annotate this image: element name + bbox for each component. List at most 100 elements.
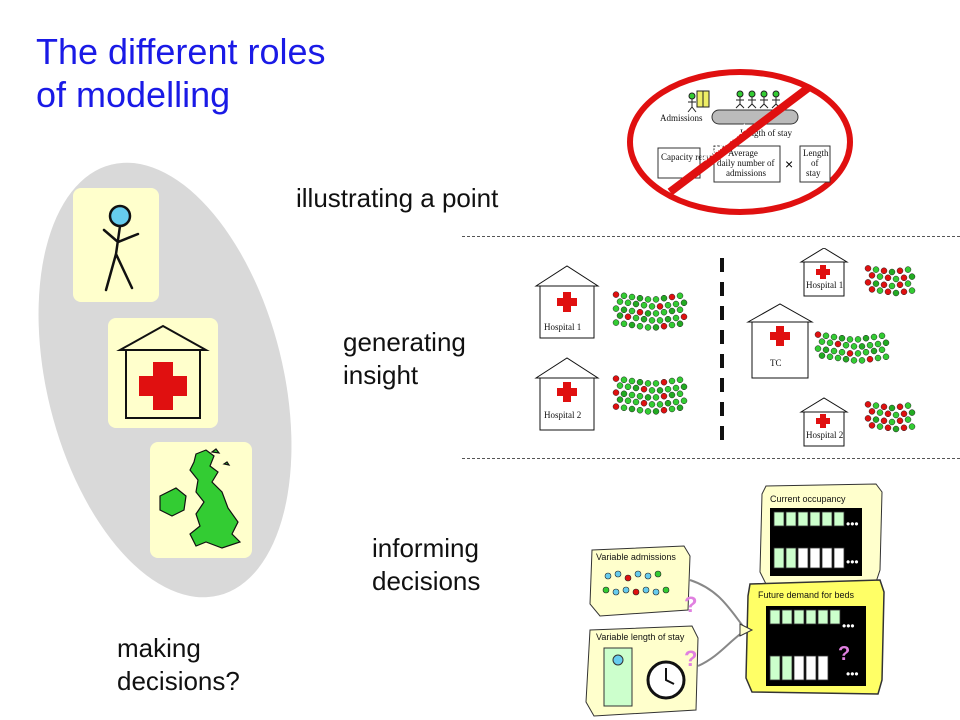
average-line-3: admissions: [726, 168, 767, 178]
patient-figure: [628, 307, 636, 315]
variable-admissions-card: Variable admissions ?: [589, 545, 697, 617]
patient-figure: [896, 403, 904, 411]
patient-figure: [896, 281, 904, 289]
patient-figure: [668, 405, 676, 413]
label-informing-line-2: decisions: [372, 565, 481, 596]
hospital-1-small-label: Hospital 1: [806, 280, 843, 290]
patient-figure: [888, 282, 896, 290]
patient-figure: [660, 294, 668, 302]
patient-figure: [880, 403, 888, 411]
patient-figure: [846, 336, 854, 343]
admission-crowd: [602, 570, 670, 596]
patient-figure: [838, 348, 846, 356]
patient-head: [612, 654, 624, 666]
patient-figure: [814, 331, 822, 338]
beds-future: [769, 609, 841, 681]
patient-figure: [884, 410, 892, 418]
patient-figure: [644, 324, 652, 331]
patient-figure: [660, 308, 668, 316]
future-demand-label: Future demand for beds: [758, 590, 855, 600]
length-of-stay-label: Length of stay: [740, 128, 792, 138]
patient-figure: [876, 423, 884, 430]
red-cross-icon: [770, 326, 790, 346]
patient-figure: [882, 339, 890, 347]
patient-figure: [612, 403, 620, 410]
patient-figure: [880, 267, 888, 275]
patient-figure: [652, 310, 660, 317]
patient-figure: [664, 301, 672, 309]
patient-figure: [624, 299, 632, 307]
patient-figure: [616, 312, 624, 319]
patient-figure: [680, 313, 688, 321]
ellipsis-3: •••: [842, 619, 855, 633]
patient-figure: [660, 392, 668, 400]
hospital-2-small-label: Hospital 2: [806, 430, 843, 440]
stick-figure-icon: [102, 204, 140, 292]
label-generating-line-2: insight: [343, 359, 419, 390]
patient-figure: [880, 417, 888, 425]
patient-figure: [676, 306, 684, 314]
patient-figure: [830, 333, 838, 341]
divider-top: [462, 236, 960, 237]
label-making: making decisions?: [117, 632, 240, 697]
label-illustrating: illustrating a point: [296, 183, 499, 213]
patient-figure: [878, 346, 886, 354]
variable-length-card: Variable length of stay ?: [585, 625, 699, 717]
patient-figure: [616, 396, 624, 403]
ellipsis-1: •••: [846, 517, 859, 531]
patient-figure: [644, 408, 652, 415]
patient-figure: [656, 303, 664, 310]
patient-figure: [680, 397, 688, 405]
patient-figure: [876, 287, 884, 294]
patient-figure: [862, 348, 870, 356]
patient-figure: [870, 347, 878, 355]
patient-figure: [908, 423, 916, 430]
patient-figure: [612, 305, 620, 312]
patient-figure: [672, 314, 680, 322]
question-mark-2: ?: [684, 646, 697, 671]
patient-figure: [864, 279, 872, 286]
patient-figure: [676, 390, 684, 398]
patient-figure: [888, 404, 896, 412]
patient-figure: [908, 273, 916, 280]
patient-figure: [680, 383, 688, 391]
person-card: [73, 188, 159, 302]
patient-figure: [636, 322, 644, 330]
patient-figure: [680, 299, 688, 307]
patient-figure: [892, 425, 900, 433]
patient-figure: [652, 296, 660, 303]
patient-figure: [620, 292, 628, 300]
patient-figure: [624, 383, 632, 391]
patient-figure: [884, 424, 892, 432]
roles-oval-illustration: [38, 162, 292, 598]
admissions-label: Admissions: [660, 113, 703, 123]
beds-current: [773, 511, 845, 569]
variability-diagram: Admissions Length of stay Capacity requi…: [627, 69, 853, 215]
patient-figure: [656, 387, 664, 394]
patient-figure: [900, 288, 908, 296]
patient-figure: [900, 424, 908, 432]
patient-figure: [676, 292, 684, 300]
patient-figure: [660, 406, 668, 414]
patient-figure: [620, 320, 628, 328]
patient-figure: [612, 389, 620, 396]
patient-figure: [656, 401, 664, 408]
patient-figure: [842, 355, 850, 363]
patient-figure: [846, 350, 854, 357]
label-making-line-2: decisions?: [117, 665, 240, 696]
patient-figure: [866, 341, 874, 349]
current-occupancy-label: Current occupancy: [770, 494, 846, 504]
average-line-1: Average: [728, 148, 758, 158]
patient-figure: [632, 300, 640, 308]
merge-arrows: [689, 579, 747, 667]
patient-figure: [612, 291, 620, 298]
patient-figure: [668, 307, 676, 315]
patient-figure: [884, 274, 892, 282]
patient-figure: [640, 385, 648, 393]
tc-label: TC: [770, 358, 782, 368]
patient-figure: [868, 408, 876, 415]
patient-figure: [640, 399, 648, 407]
patient-figure: [872, 416, 880, 423]
red-cross-icon: [557, 382, 577, 402]
red-cross-icon: [816, 265, 830, 279]
